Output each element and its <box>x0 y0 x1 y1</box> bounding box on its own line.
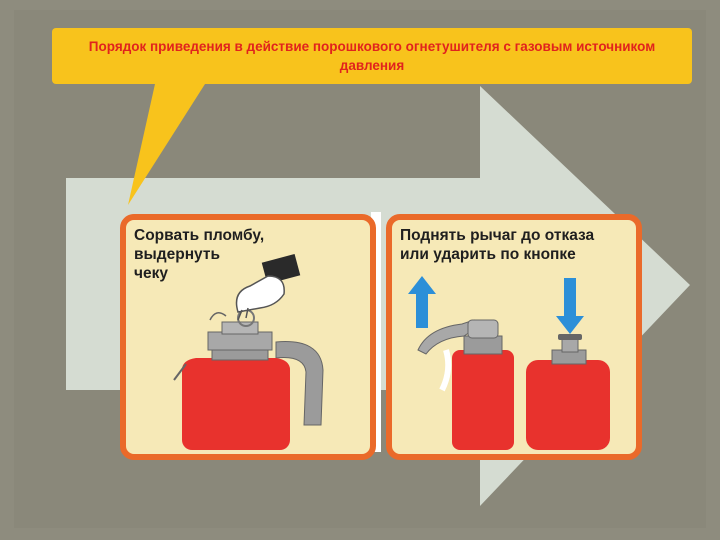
callout-tail <box>128 84 205 205</box>
arrow-down-icon <box>556 278 584 334</box>
hose-icon <box>275 341 324 426</box>
hand-icon <box>235 253 301 321</box>
extinguisher-lever-icon <box>417 319 514 450</box>
step-2-panel: Поднять рычаг до отказа или ударить по к… <box>386 214 642 460</box>
step-1-panel: Сорвать пломбу, выдернуть чеку <box>120 214 376 460</box>
title-callout: Порядок приведения в действие порошковог… <box>52 28 692 84</box>
page-title: Порядок приведения в действие порошковог… <box>88 39 656 73</box>
step-2-text: Поднять рычаг до отказа или ударить по к… <box>400 227 595 263</box>
extinguisher-button-icon <box>526 334 610 450</box>
extinguisher-icon <box>173 309 290 450</box>
panel-divider <box>371 212 381 452</box>
seal-icon <box>209 312 227 321</box>
arrow-up-icon <box>408 276 436 328</box>
step-1-illustration <box>173 253 324 450</box>
step-1-text: Сорвать пломбу, выдернуть чеку <box>134 227 265 282</box>
step-2-illustration <box>408 276 610 450</box>
